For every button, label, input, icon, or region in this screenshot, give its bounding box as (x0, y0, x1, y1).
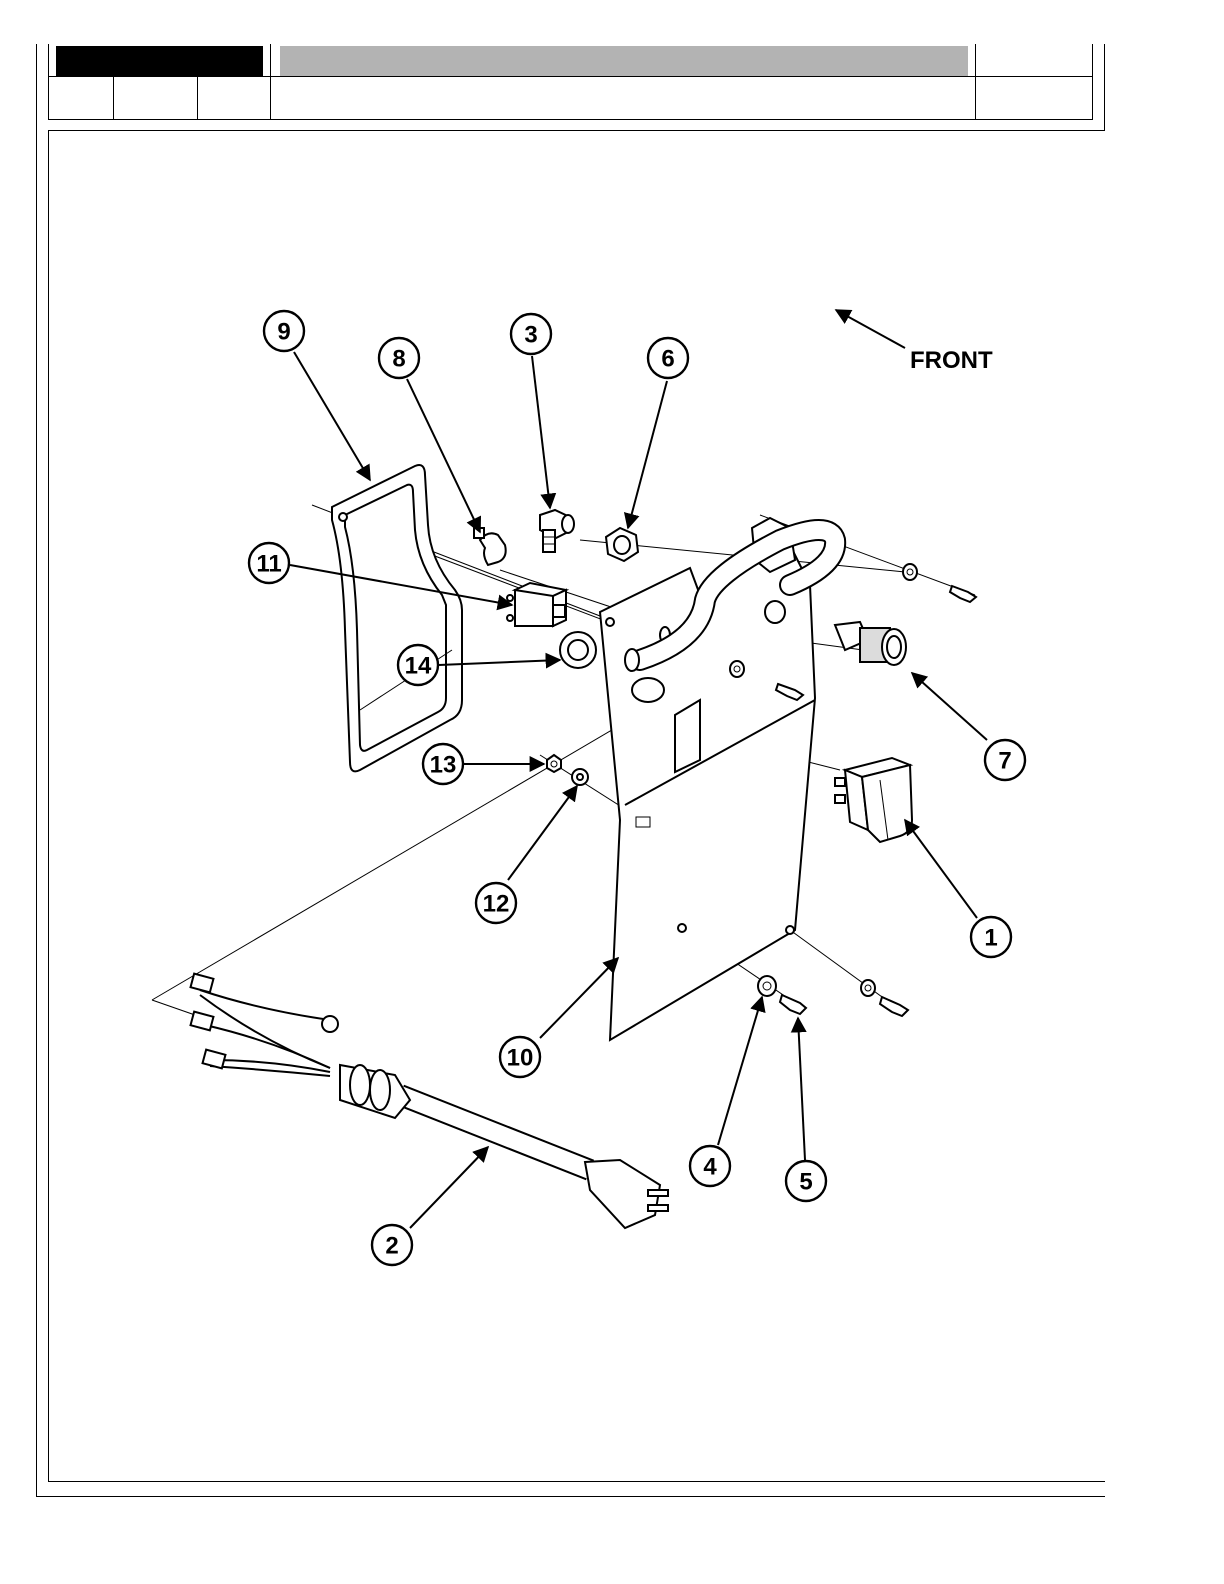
callout-12: 12 (476, 883, 516, 923)
hex-nut-part (606, 528, 638, 561)
callout-label: 8 (392, 346, 405, 373)
lock-ring-part (560, 632, 596, 668)
callout-label: 3 (524, 322, 537, 349)
callout-2: 2 (372, 1225, 412, 1265)
callout-label: 4 (703, 1154, 717, 1181)
power-cord-part (191, 974, 668, 1228)
clip-part (474, 528, 506, 565)
callout-label: 5 (799, 1169, 812, 1196)
elbow-fitting-part (540, 510, 574, 552)
callout-11: 11 (249, 543, 289, 583)
callout-7: 7 (985, 740, 1025, 780)
gasket-part (332, 465, 462, 771)
callout-13: 13 (423, 744, 463, 784)
callout-label: 11 (256, 551, 281, 578)
callout-label: 14 (405, 653, 432, 680)
callout-label: 13 (430, 752, 457, 779)
small-nut-part (547, 755, 561, 772)
callout-10: 10 (500, 1037, 540, 1077)
callout-6: 6 (648, 338, 688, 378)
callout-9: 9 (264, 311, 304, 351)
washer-12-part (572, 769, 588, 785)
callout-5: 5 (786, 1161, 826, 1201)
callout-3: 3 (511, 314, 551, 354)
rocker-switch-part (835, 758, 912, 842)
connector-part (835, 622, 906, 665)
callout-label: 9 (277, 319, 290, 346)
callout-14: 14 (398, 645, 438, 685)
callout-8: 8 (379, 338, 419, 378)
callout-4: 4 (690, 1146, 730, 1186)
breaker-part (507, 583, 566, 626)
callout-label: 2 (385, 1233, 398, 1260)
callout-label: 10 (507, 1045, 534, 1072)
callout-label: 12 (483, 891, 510, 918)
front-label: FRONT (910, 347, 993, 374)
front-arrow (836, 310, 905, 348)
callout-label: 1 (984, 925, 997, 952)
callout-1: 1 (971, 917, 1011, 957)
callout-label: 6 (661, 346, 674, 373)
callout-label: 7 (998, 748, 1011, 775)
